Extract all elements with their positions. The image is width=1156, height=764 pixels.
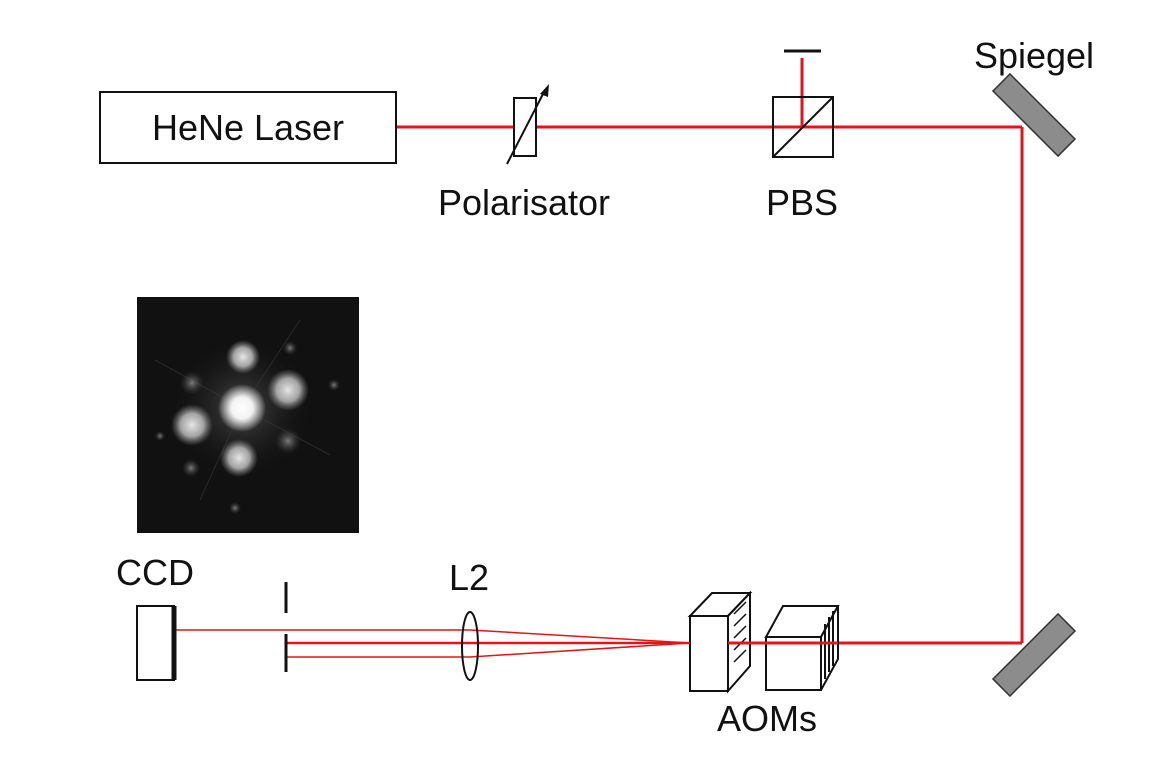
mirror-top: Spiegel [974, 35, 1094, 158]
aom-transducer-lines [733, 601, 747, 663]
mirror-bottom [991, 612, 1077, 698]
polarizer: Polarisator [438, 84, 610, 223]
hene-laser: HeNe Laser [99, 91, 397, 164]
laser-label: HeNe Laser [152, 107, 344, 148]
pbs-label: PBS [766, 182, 838, 223]
polarizer-label: Polarisator [438, 182, 610, 223]
convex-lens-icon [461, 611, 479, 681]
laser-box [99, 91, 397, 164]
beam-diffracted-lower [469, 642, 691, 658]
diffraction-pattern-image [137, 297, 359, 533]
lens-l2: L2 [449, 557, 489, 681]
aom-first: AOMs [678, 590, 817, 739]
beam-diffracted-upper [469, 629, 691, 644]
beam-splitter-cube-icon [772, 96, 834, 158]
mirror-label: Spiegel [974, 35, 1094, 76]
acousto-optic-modulator-icon [765, 636, 822, 691]
aom-second [764, 605, 840, 691]
laser-beam-paths [175, 58, 1024, 658]
beam-splitter-diagonal [772, 96, 834, 158]
lens-label: L2 [449, 557, 489, 598]
ccd-camera: CCD [116, 552, 194, 681]
ccd-label: CCD [116, 552, 194, 593]
rotatable-polarizer-icon [540, 84, 549, 97]
acousto-optic-modulator-icon [689, 615, 729, 692]
mirror-icon [991, 612, 1077, 698]
aoms-label: AOMs [717, 698, 817, 739]
polarizing-beam-splitter: PBS [766, 49, 838, 223]
ccd-camera-icon [136, 605, 175, 681]
polarizer-rotation-line [506, 91, 545, 165]
mirror-icon [991, 72, 1077, 158]
